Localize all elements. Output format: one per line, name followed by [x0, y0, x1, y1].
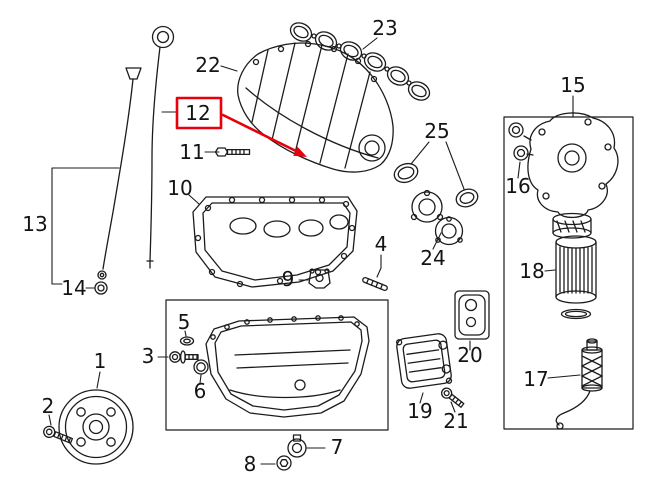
part-label-2: 2 [42, 394, 55, 418]
highlight-annotation [175, 96, 307, 157]
part-label-22: 22 [195, 53, 220, 77]
cooler-gasket-drawing [454, 290, 490, 340]
drain-plug-drawing [276, 455, 292, 471]
filter-housing-drawing [523, 112, 619, 239]
part-label-14: 14 [61, 276, 86, 300]
part-label-23: 23 [372, 16, 397, 40]
cooler-bolt-drawing [440, 387, 465, 408]
housing-gaskets-drawing [508, 122, 529, 161]
valve-drawing [287, 434, 307, 458]
part-label-6: 6 [194, 379, 207, 403]
part-label-25: 25 [424, 119, 449, 143]
filter-assembly-box [503, 116, 634, 430]
small-bolt-drawing [214, 147, 251, 157]
part-label-5: 5 [178, 310, 191, 334]
detail-boxes [165, 116, 634, 431]
part-label-1: 1 [94, 349, 107, 373]
oil-cooler-drawing [396, 333, 453, 389]
crank-pulley-drawing [58, 389, 134, 465]
part-label-12: 12 [185, 101, 210, 125]
seal-ring-drawing [193, 359, 209, 375]
part-labels: 1 2 3 4 5 6 7 8 9 10 11 12 13 14 15 16 1… [22, 16, 585, 476]
part-label-16: 16 [505, 174, 530, 198]
grommet-drawing [94, 281, 108, 295]
strainer-drawing [555, 338, 603, 430]
part-label-19: 19 [407, 399, 432, 423]
part-label-10: 10 [167, 176, 192, 200]
lower-oil-pan-drawing [205, 315, 370, 418]
part-label-20: 20 [457, 343, 482, 367]
mount-bracket-drawing [308, 268, 331, 289]
dipstick-drawing [146, 25, 175, 269]
highlight-box [175, 96, 223, 130]
part-label-3: 3 [142, 344, 155, 368]
part-label-21: 21 [443, 409, 468, 433]
part-label-13: 13 [22, 212, 47, 236]
leader-lines [48, 37, 581, 465]
lower-pan-box [165, 299, 389, 431]
upper-oil-pan-drawing [192, 196, 358, 288]
pulley-bolt-drawing [43, 425, 74, 444]
dipstick-tube-drawing [97, 67, 142, 280]
throttle-flange-drawing [410, 189, 464, 246]
filter-element-drawing [555, 235, 597, 320]
part-label-17: 17 [523, 367, 548, 391]
manifold-gasket-drawing [289, 22, 431, 101]
intake-manifold-drawing [237, 40, 394, 173]
washer-drawing [179, 336, 195, 346]
part-label-24: 24 [420, 246, 445, 270]
pan-bolt-drawing [169, 350, 199, 364]
highlight-arrow-head [293, 146, 307, 157]
part-label-15: 15 [560, 73, 585, 97]
part-label-8: 8 [244, 452, 257, 476]
highlight-arrow-shaft [221, 113, 298, 153]
part-label-18: 18 [519, 259, 544, 283]
part-label-4: 4 [375, 232, 388, 256]
part-label-7: 7 [331, 435, 344, 459]
stud-drawing [362, 276, 388, 292]
part-label-11: 11 [179, 140, 204, 164]
part-label-9: 9 [282, 267, 295, 291]
flange-gaskets-drawing [393, 162, 479, 208]
